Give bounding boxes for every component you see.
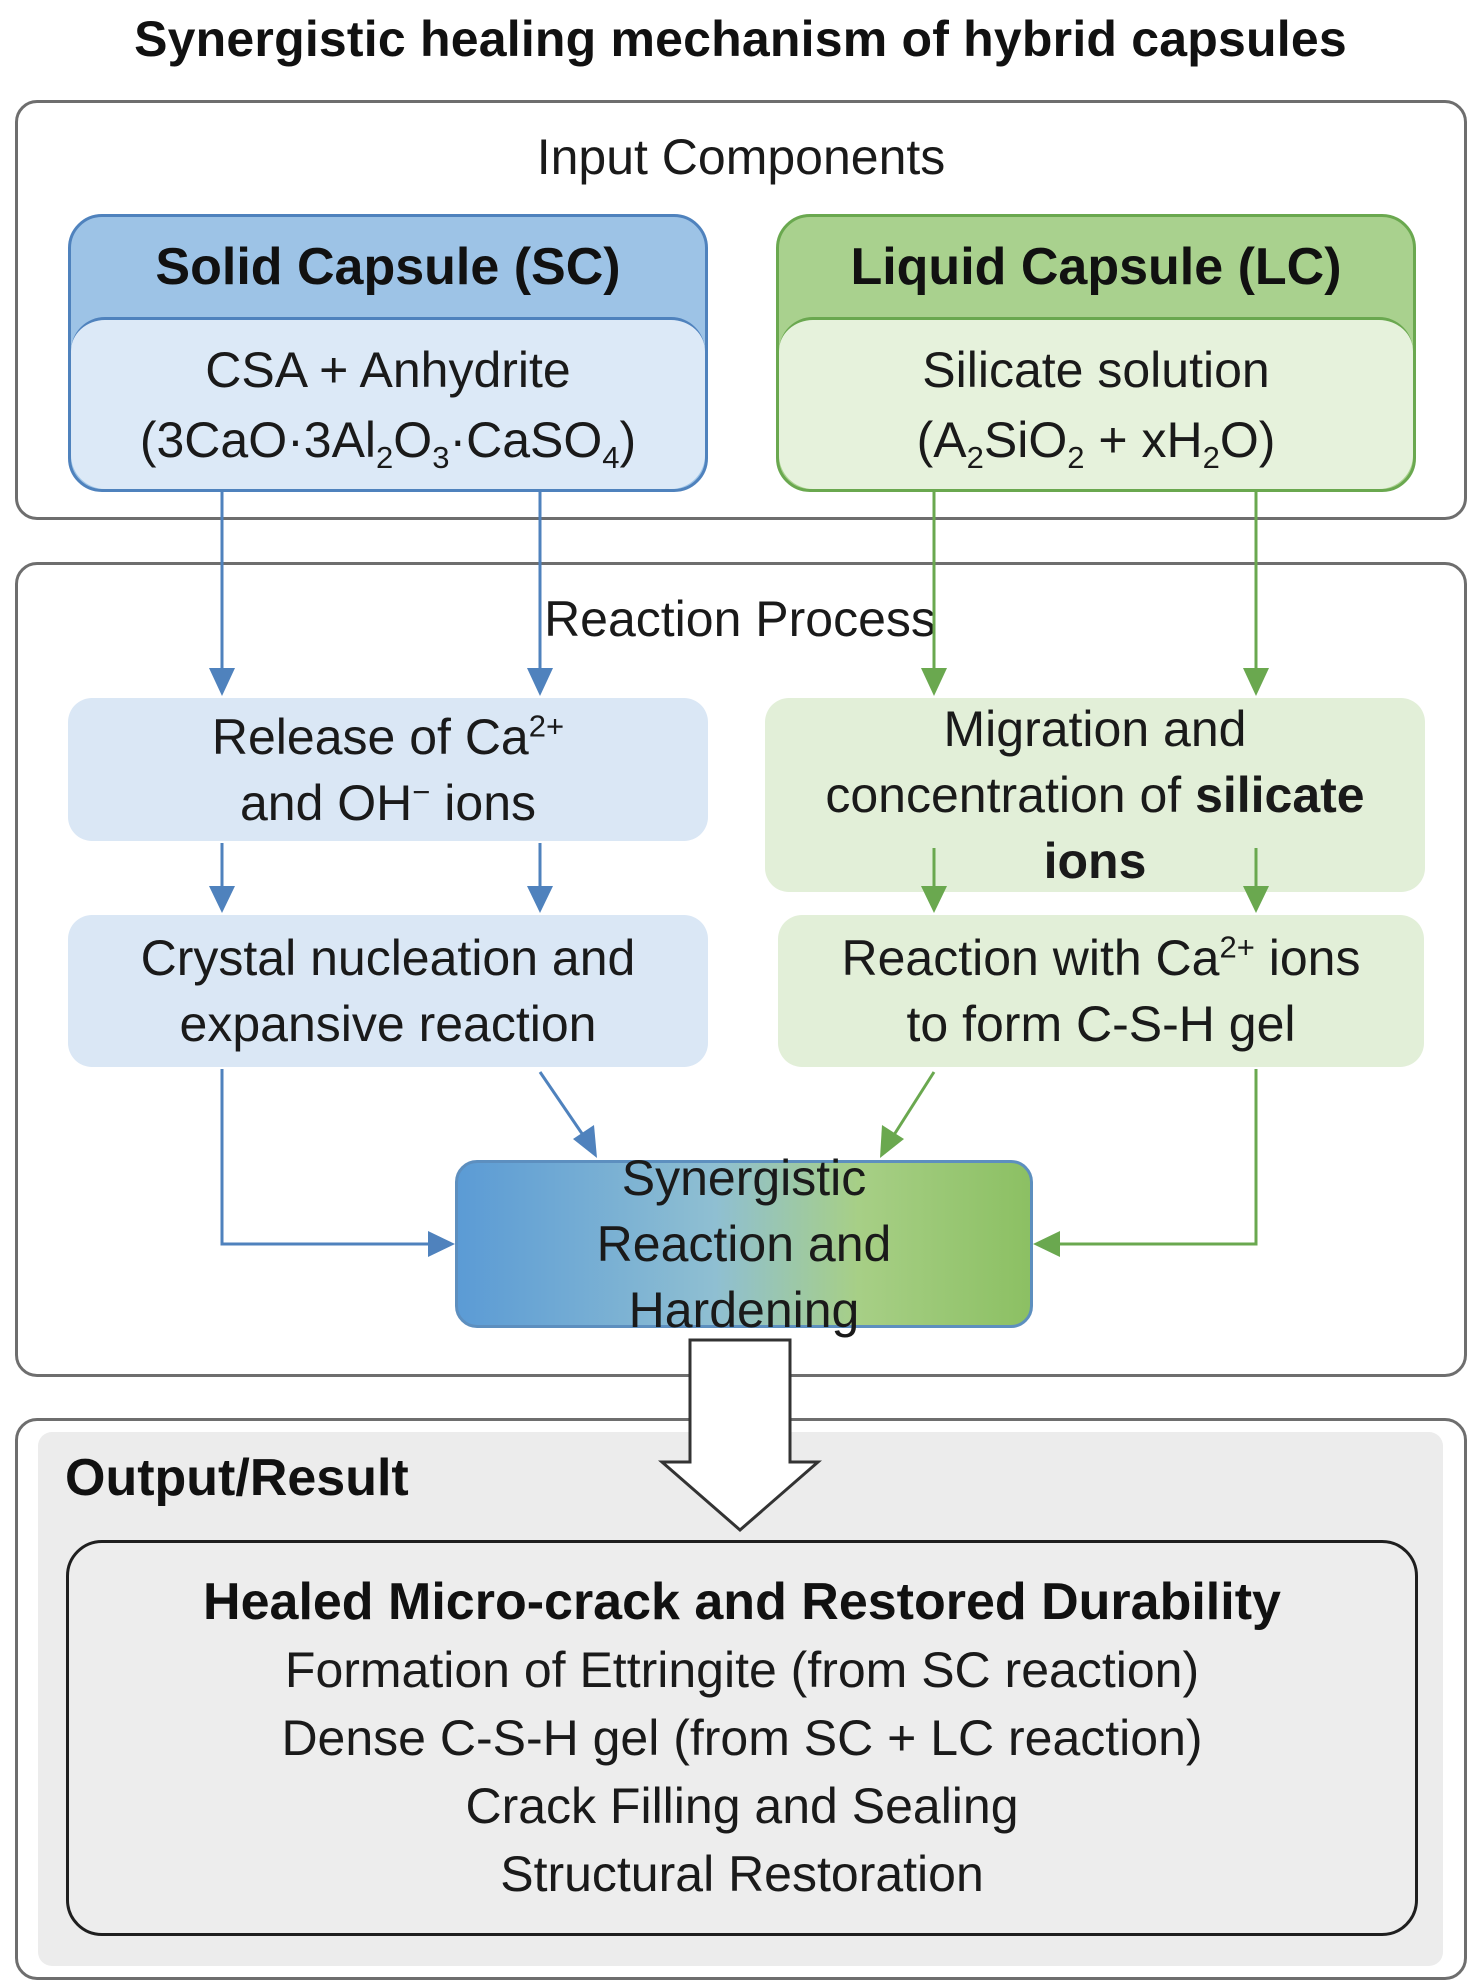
input-components-label: Input Components xyxy=(536,129,946,185)
liquid-capsule-composition: Silicate solution xyxy=(922,341,1270,398)
synergistic-hardening-node: Synergistic Reaction and Hardening xyxy=(455,1150,1033,1338)
output-result-label: Output/Result xyxy=(65,1449,409,1507)
liquid-capsule-box: Liquid Capsule (LC) Silicate solution (A… xyxy=(776,214,1416,492)
page-title: Synergistic healing mechanism of hybrid … xyxy=(134,11,1347,67)
liquid-capsule-title: Liquid Capsule (LC) xyxy=(850,238,1342,296)
solid-capsule-formula: (3CaO·3Al2O3·CaSO4) xyxy=(139,411,637,475)
result-item: Dense C-S-H gel (from SC + LC reaction) xyxy=(281,1710,1203,1766)
solid-capsule-box: Solid Capsule (SC) CSA + Anhydrite (3CaO… xyxy=(68,214,708,492)
reaction-process-label: Reaction Process xyxy=(490,590,990,648)
result-item: Formation of Ettringite (from SC reactio… xyxy=(284,1642,1200,1698)
liquid-capsule-body: Silicate solution (A2SiO2 + xH2O) xyxy=(779,317,1413,489)
release-ions-step: Release of Ca2+and OH− ions xyxy=(68,698,708,841)
solid-capsule-title: Solid Capsule (SC) xyxy=(155,238,621,296)
liquid-capsule-formula: (A2SiO2 + xH2O) xyxy=(916,411,1276,475)
result-item: Crack Filling and Sealing xyxy=(465,1778,1019,1834)
result-item: Structural Restoration xyxy=(500,1846,984,1902)
crystal-nucleation-step: Crystal nucleation and expansive reactio… xyxy=(68,915,708,1067)
result-title: Healed Micro-crack and Restored Durabili… xyxy=(203,1573,1281,1631)
solid-capsule-body: CSA + Anhydrite (3CaO·3Al2O3·CaSO4) xyxy=(71,317,705,489)
result-box: Healed Micro-crack and Restored Durabili… xyxy=(66,1540,1418,1936)
solid-capsule-composition: CSA + Anhydrite xyxy=(205,341,571,398)
